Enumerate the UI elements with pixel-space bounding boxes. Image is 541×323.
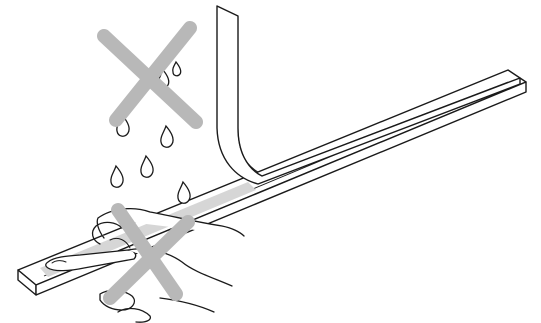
liner-tape xyxy=(216,5,521,185)
finger-icon xyxy=(45,207,245,323)
no-water-cross-icon xyxy=(97,21,203,129)
no-touch-cross-icon xyxy=(103,203,195,305)
